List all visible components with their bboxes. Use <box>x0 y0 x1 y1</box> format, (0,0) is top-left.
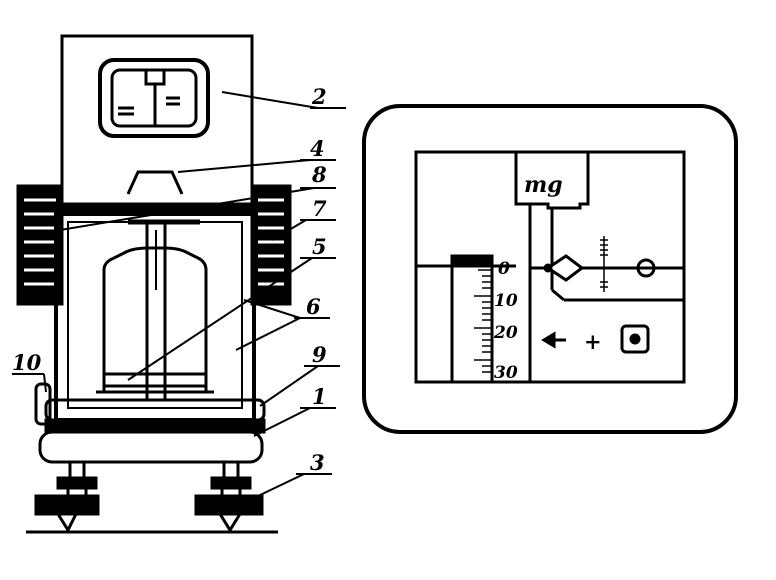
scale-label-0: 0 <box>498 259 510 279</box>
callout-9: 9 <box>312 342 327 367</box>
screw-10 <box>34 382 52 426</box>
scale-label-30: 30 <box>494 363 518 383</box>
callout-8: 8 <box>311 162 327 187</box>
pointer-circle <box>636 258 656 278</box>
right-leveling-screw <box>194 494 264 516</box>
scale-ticks <box>452 261 492 373</box>
indicator-dot-icon <box>629 333 641 345</box>
left-leveling-screw <box>34 494 100 516</box>
callout-2: 2 <box>311 84 327 109</box>
bell-hood <box>102 246 208 392</box>
scale-label-20: 20 <box>493 323 518 343</box>
plus-symbol: + <box>584 329 602 354</box>
callout-3: 3 <box>310 450 325 475</box>
readout-frame <box>362 104 738 434</box>
unit-label: mg <box>524 172 563 198</box>
base-band <box>44 418 266 434</box>
vernier-ticks <box>600 236 608 292</box>
callout-7: 7 <box>312 196 327 221</box>
leader-lines <box>12 91 346 497</box>
optical-window-outer <box>98 58 210 138</box>
indicator-square <box>620 324 650 354</box>
unit-box <box>514 152 590 210</box>
scale-label-10: 10 <box>494 291 518 311</box>
base-plate-9 <box>44 398 266 422</box>
weighing-pan <box>102 372 208 388</box>
base-1 <box>38 430 264 464</box>
handle-4 <box>126 170 184 195</box>
window-mark <box>144 68 166 86</box>
callout-1: 1 <box>312 384 327 409</box>
callout-4: 4 <box>310 136 325 161</box>
callout-5: 5 <box>312 234 327 259</box>
callout-6: 6 <box>306 294 321 319</box>
callout-10: 10 <box>12 350 42 375</box>
pointer-arrow <box>545 254 585 282</box>
knurl-pattern <box>24 198 284 286</box>
